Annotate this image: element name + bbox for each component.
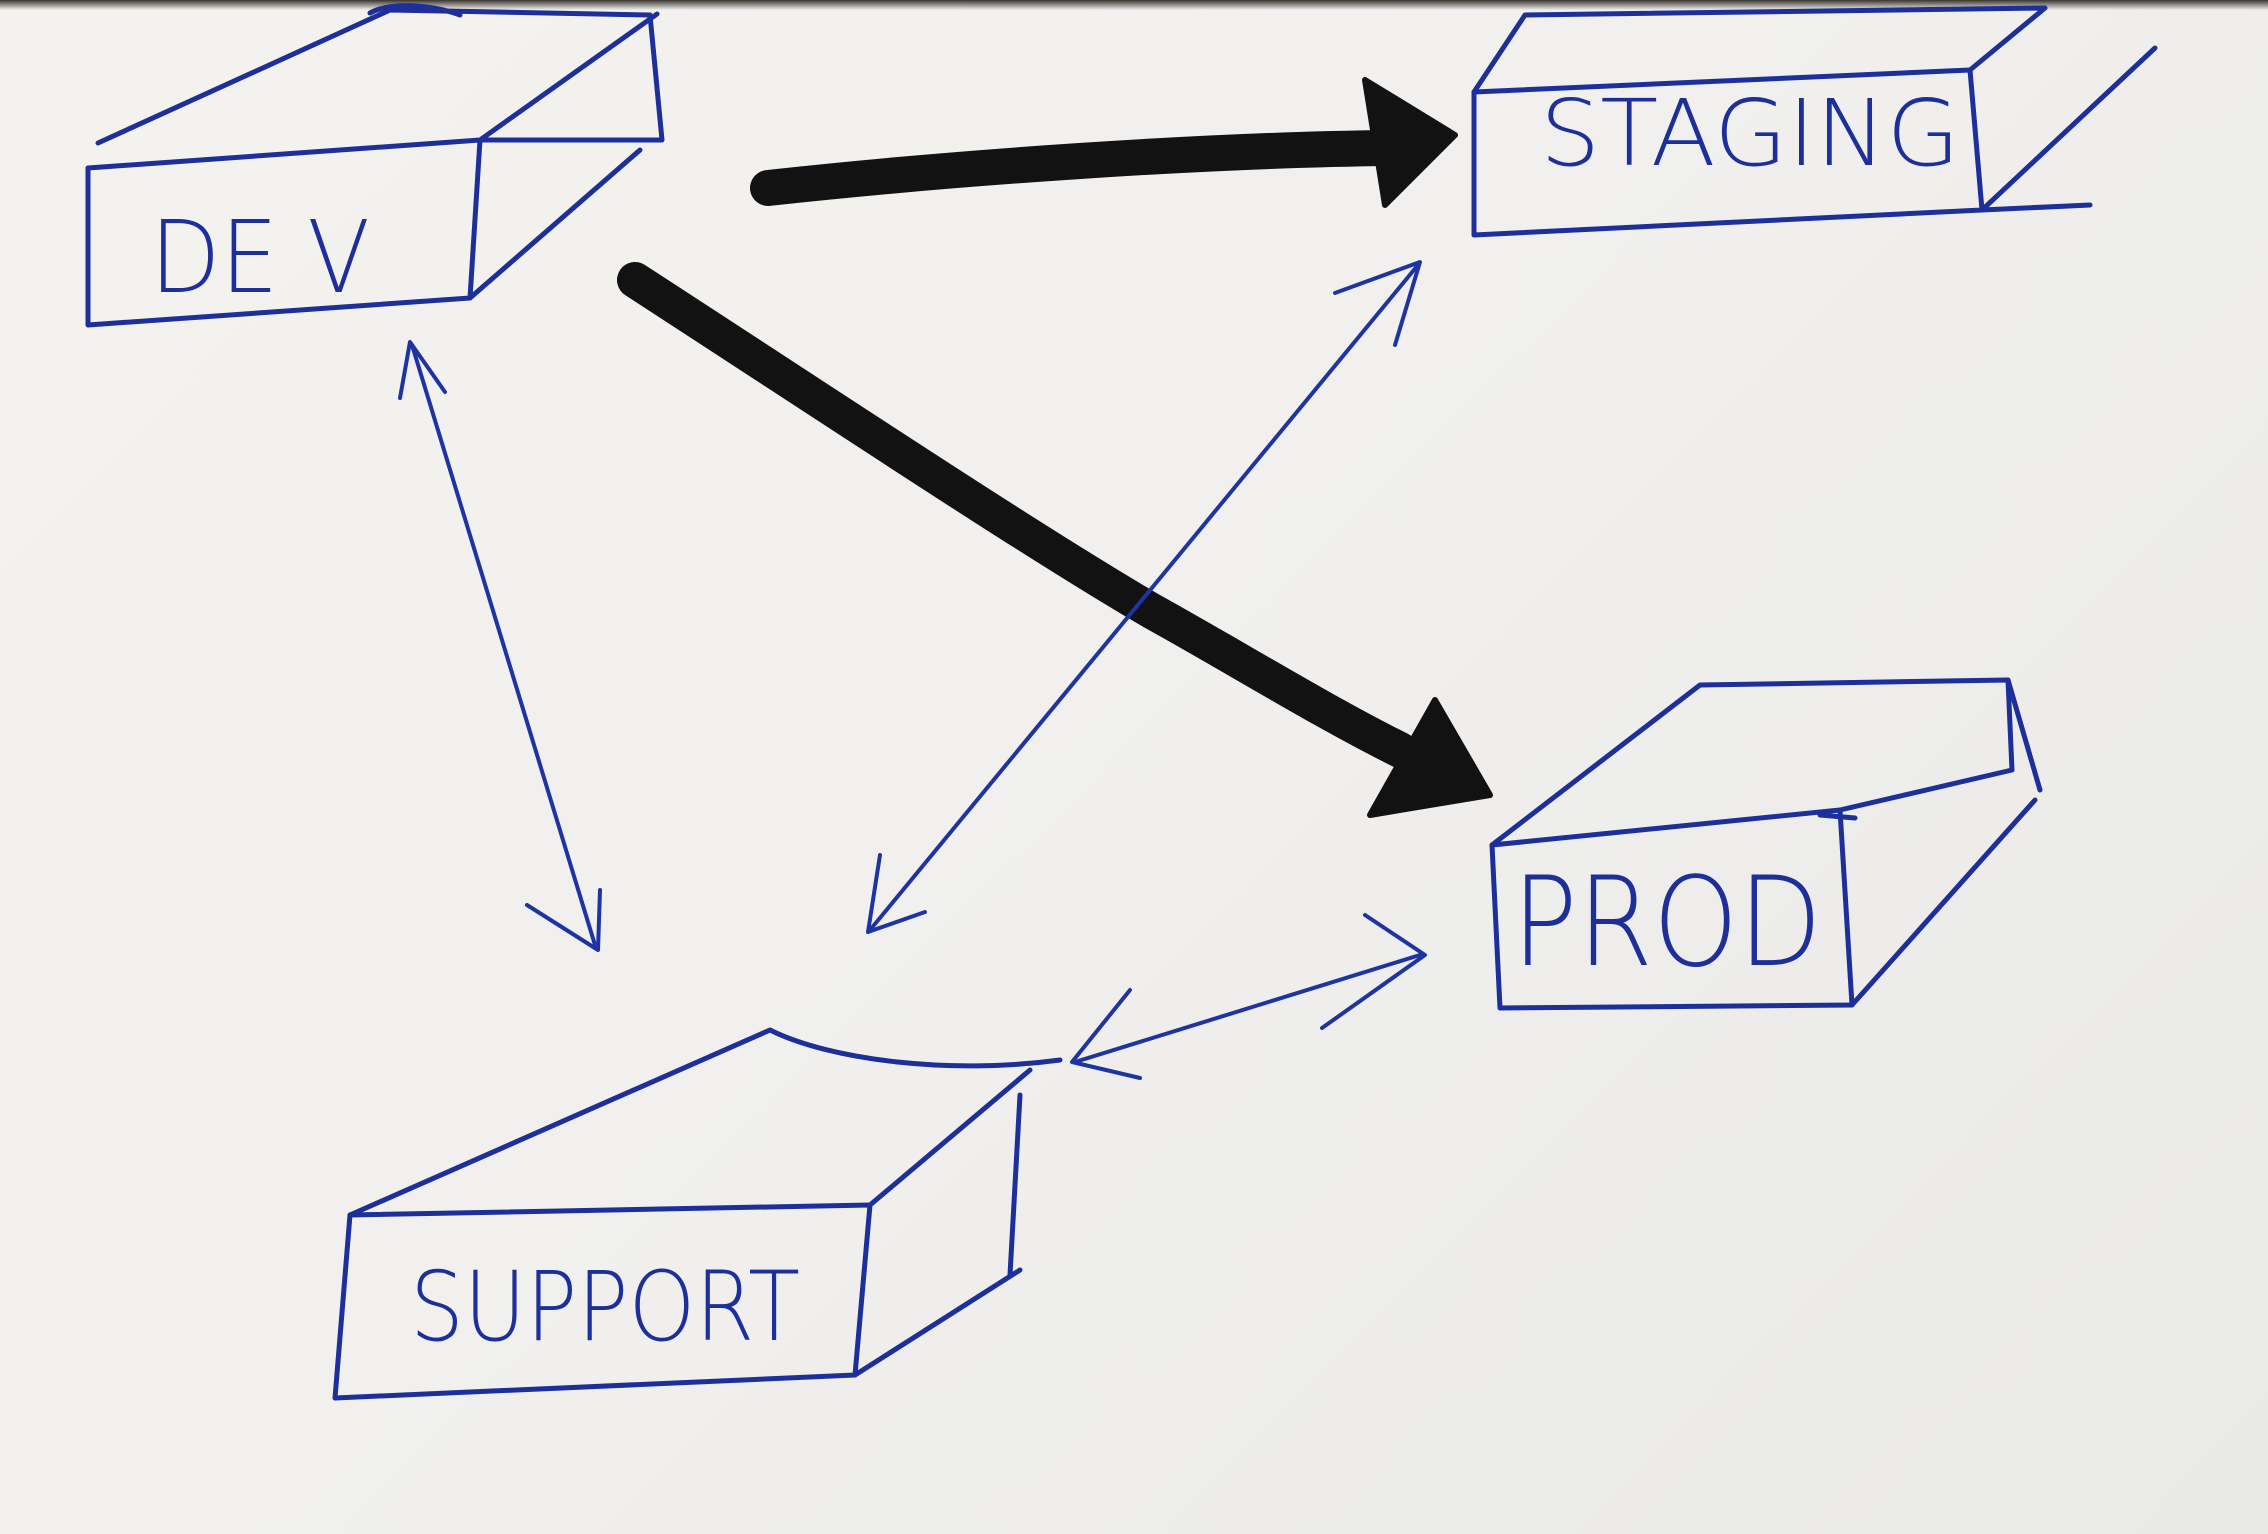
node-dev-label: DE V — [150, 199, 370, 316]
node-staging: STAGING — [1471, 5, 2158, 238]
node-prod-label: PROD — [1512, 851, 1822, 995]
edge-dev-support-arrow — [398, 340, 602, 952]
edge-support-prod-arrow — [1070, 913, 1427, 1080]
edge-dev-prod-arrow — [617, 262, 1493, 818]
paper-edge-shadow — [0, 0, 2268, 10]
node-dev: DE V — [85, 3, 665, 328]
node-prod: PROD — [1489, 677, 2043, 1011]
node-support: SUPPORT — [332, 1027, 1063, 1401]
edge-staging-support-arrow — [866, 260, 1422, 934]
node-staging-label: STAGING — [1540, 80, 1960, 187]
node-support-label: SUPPORT — [410, 1251, 800, 1363]
edge-dev-staging-arrow — [750, 77, 1458, 208]
